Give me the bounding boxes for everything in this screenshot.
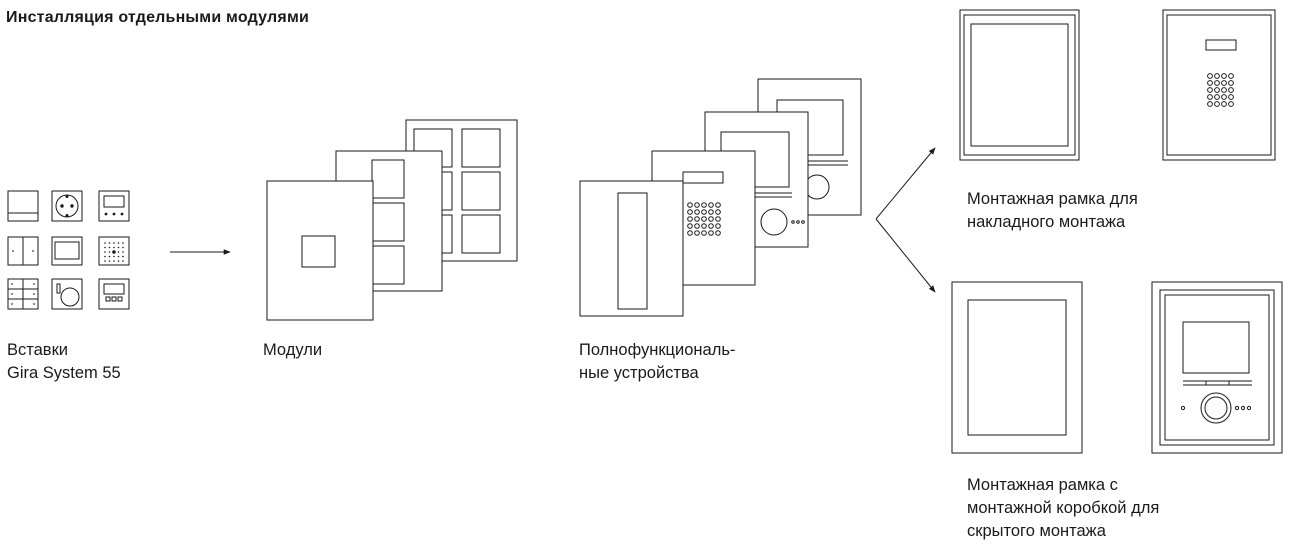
surface-frame-empty — [960, 10, 1079, 160]
flush-frames — [952, 282, 1282, 453]
socket-outlet-icon — [52, 191, 82, 221]
caption-modules: Модули — [263, 341, 323, 359]
branch-arrows — [876, 147, 936, 293]
flush-frame-empty — [952, 282, 1082, 453]
rocker-switch-icon — [8, 191, 38, 221]
insert-icons-grid — [8, 191, 129, 309]
caption-flush-frame: Монтажная рамка с монтажной коробкой для… — [967, 476, 1160, 540]
display-control-icon — [99, 191, 129, 221]
push-button-icon — [8, 279, 38, 309]
modules-stack — [267, 120, 517, 320]
page-title: Инсталляция отдельными модулями — [6, 9, 310, 26]
rotary-dimmer-icon — [52, 279, 82, 309]
speaker-grid-icon — [99, 237, 129, 265]
devices-stack — [580, 79, 861, 316]
screen-insert-icon — [52, 237, 82, 265]
module-front — [267, 181, 373, 320]
caption-surface-frame: Монтажная рамка для накладного монтажа — [967, 190, 1138, 231]
arrow-down-right — [876, 219, 936, 293]
caption-inserts: Вставки Gira System 55 — [7, 341, 121, 382]
surface-frames — [960, 10, 1275, 160]
room-controller-icon — [99, 279, 129, 309]
double-switch-icon — [8, 237, 38, 265]
device-front — [580, 181, 683, 316]
caption-devices: Полнофункциональ- ные устройства — [579, 341, 736, 382]
arrow-up-right — [876, 147, 936, 219]
flush-frame-videophone — [1152, 282, 1282, 453]
surface-frame-keypad — [1163, 10, 1275, 160]
